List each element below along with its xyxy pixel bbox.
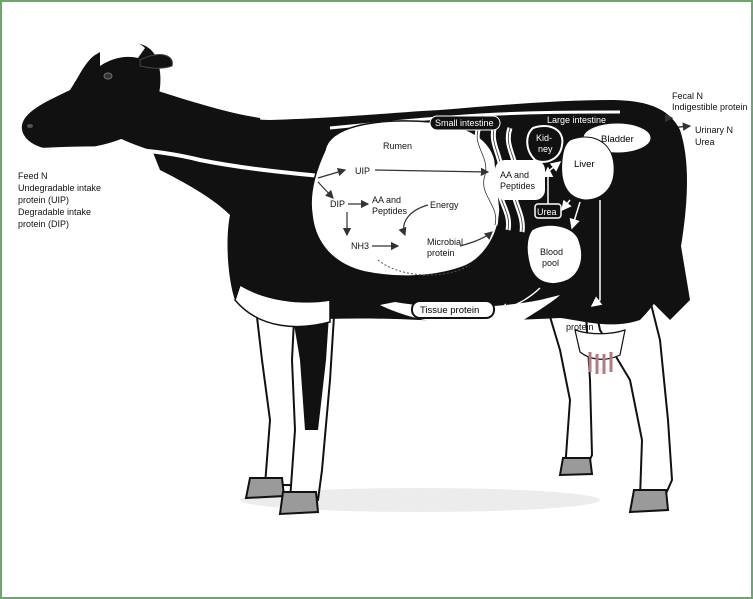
intestinal-aa-label-1: AA and [500,170,529,180]
kidney-label-1: Kid- [536,133,552,143]
milk-protein-label-2: protein [566,322,594,332]
microbial-protein-label-1: Microbial [427,237,463,247]
blood-pool-label-2: pool [542,258,559,268]
nh3-label: NH3 [351,241,369,251]
uip-long-label-2: protein (UIP) [18,195,69,205]
indigestible-protein-label: Indigestible protein [672,102,748,112]
urea-label: Urea [537,207,557,217]
liver-label: Liver [574,159,595,170]
dip-long-label-2: protein (DIP) [18,219,69,229]
milk-protein-label-1: Milk [566,310,582,320]
large-intestine-label: Large intestine [547,115,606,125]
uip-label: UIP [355,166,370,176]
tissue-protein-label: Tissue protein [420,305,479,316]
hoof [630,490,668,512]
energy-label: Energy [430,200,459,210]
small-intestine-label: Small intestine [435,118,494,128]
aa-peptides-label-2: Peptides [372,206,408,216]
cow-eye [104,73,112,79]
hoof [280,492,318,514]
hoof [246,478,284,498]
uip-long-label: Undegradable intake [18,183,101,193]
kidney-label-2: ney [538,144,553,154]
microbial-protein-label-2: protein [427,248,455,258]
blood-pool-label-1: Blood [540,247,563,257]
feed-n-label: Feed N [18,171,48,181]
dip-long-label: Degradable intake [18,207,91,217]
intestinal-aa-label-2: Peptides [500,181,536,191]
fecal-n-label: Fecal N [672,91,703,101]
cow-nostril [27,124,33,128]
urinary-n-label: Urinary N [695,125,733,135]
dip-label: DIP [330,199,345,209]
bladder-label: Bladder [601,134,634,145]
urea-output-label: Urea [695,137,715,147]
hoof [560,458,592,475]
aa-peptides-label-1: AA and [372,195,401,205]
rumen-label: Rumen [383,141,412,151]
